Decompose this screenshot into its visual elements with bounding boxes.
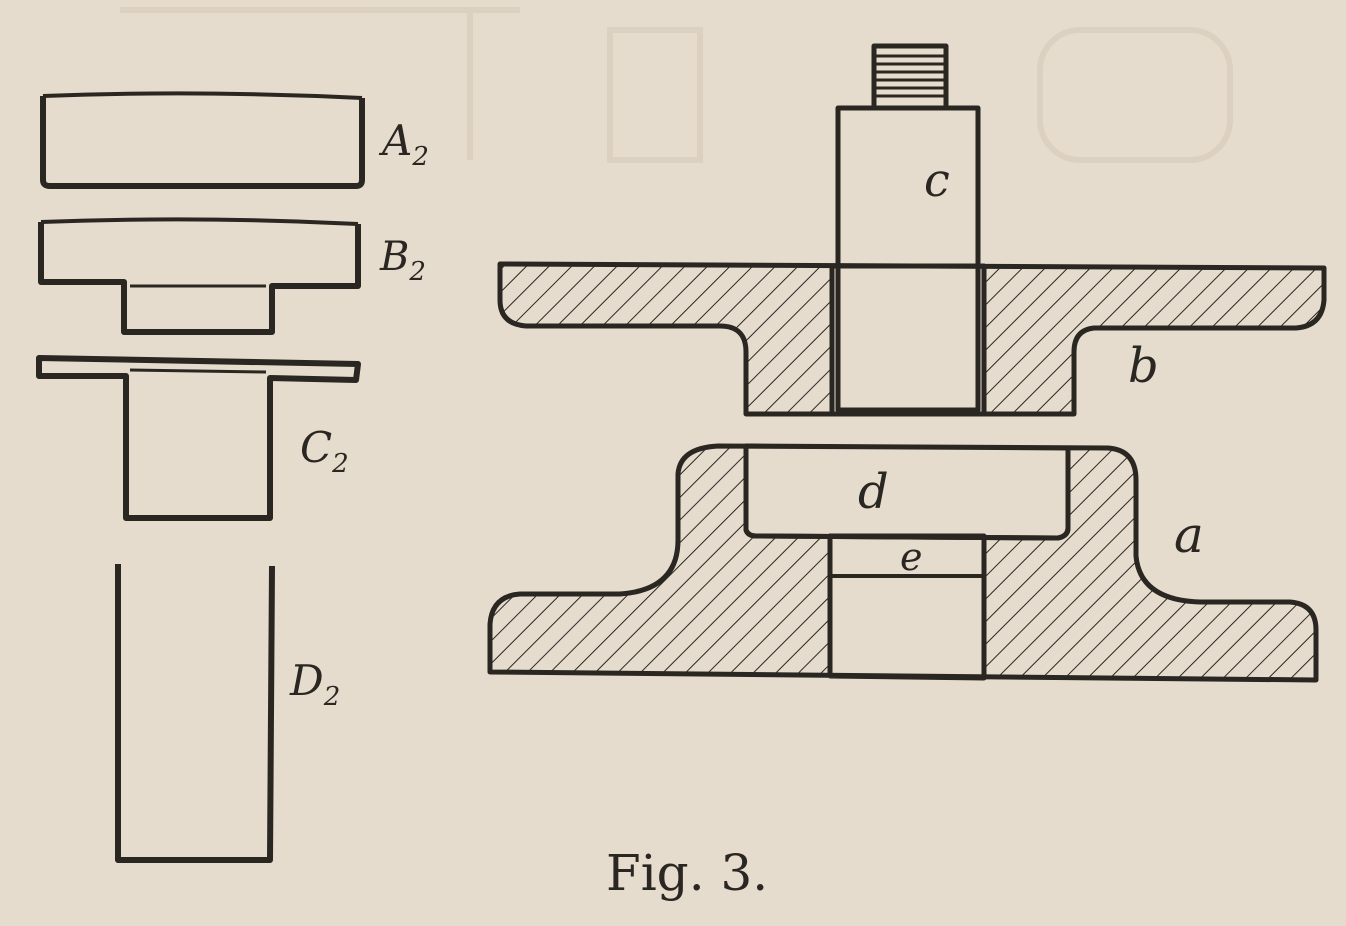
stage-a2-label: A2 <box>378 116 429 172</box>
upper-die-label: b <box>1128 338 1159 394</box>
punch-c <box>835 43 981 413</box>
stage-b2-cup <box>38 217 361 335</box>
punch-label: c <box>924 153 950 207</box>
lower-die-label: a <box>1174 506 1204 564</box>
thread-lines <box>874 54 946 98</box>
stage-a2-cup <box>40 91 365 189</box>
opening-label: e <box>900 535 923 579</box>
blank-label: d <box>858 464 889 520</box>
figure-caption: Fig. 3. <box>606 844 768 902</box>
stage-c2-cup <box>36 355 361 521</box>
upper-die-b <box>497 261 1327 417</box>
stage-d2-cup <box>115 564 275 863</box>
opening-e-region <box>828 536 986 678</box>
stage-b2-label: B2 <box>379 234 426 287</box>
bleed-through-ghost <box>120 7 1233 163</box>
stage-c2-label: C2 <box>300 423 349 479</box>
stage-d2-label: D2 <box>289 656 340 712</box>
blank-d-region <box>743 446 1071 541</box>
